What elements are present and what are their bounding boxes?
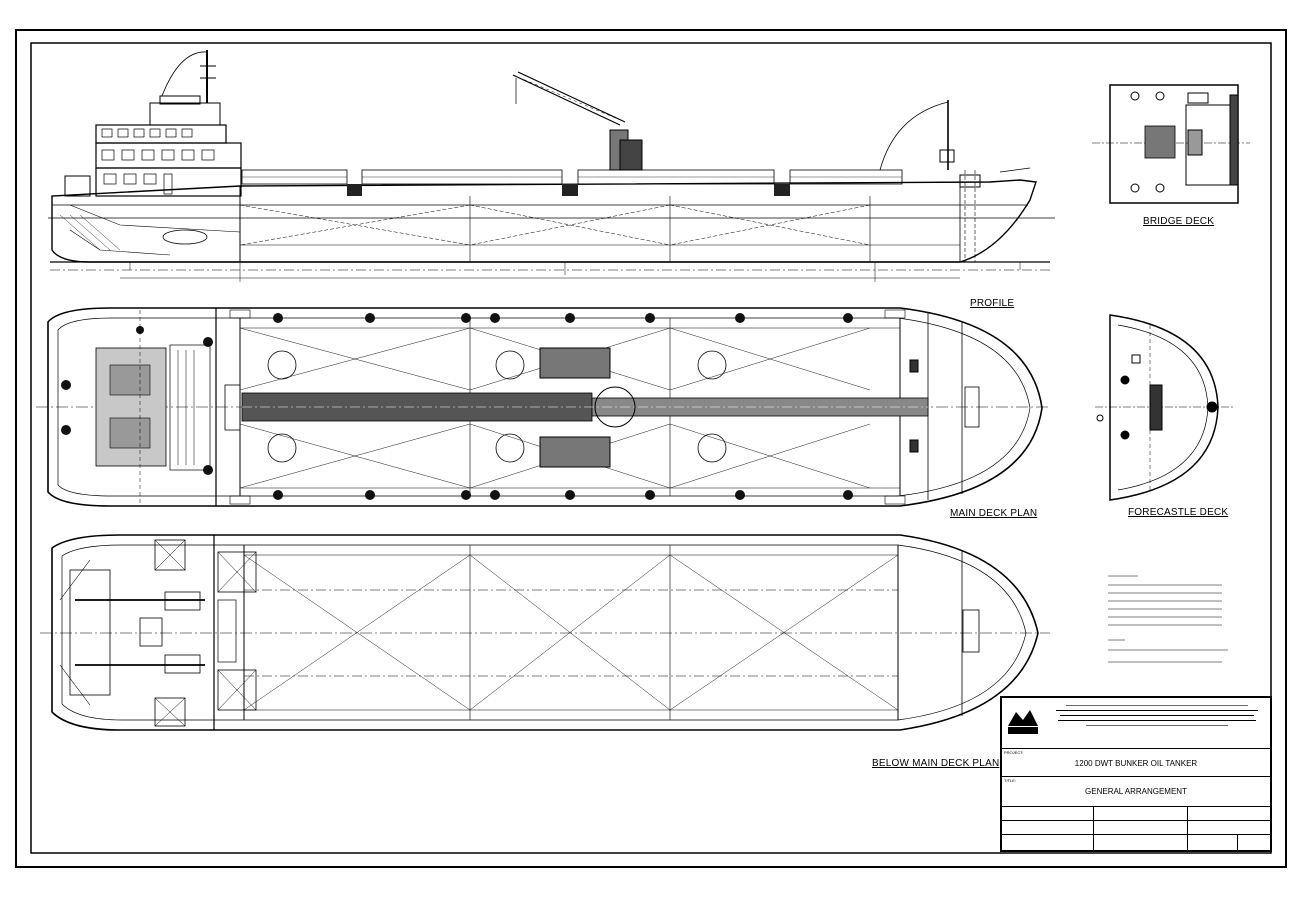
profile-label: PROFILE bbox=[970, 298, 1015, 309]
project-caption: PROJECT: bbox=[1004, 750, 1024, 755]
title-block: PROJECT: 1200 DWT BUNKER OIL TANKER TITL… bbox=[1000, 696, 1272, 852]
info-row-2 bbox=[1002, 820, 1270, 835]
main-deck-plan-label: MAIN DECK PLAN bbox=[950, 508, 1038, 519]
title-row: TITLE: GENERAL ARRANGEMENT bbox=[1002, 776, 1270, 805]
drawing-title: GENERAL ARRANGEMENT bbox=[1085, 787, 1187, 796]
title-caption: TITLE: bbox=[1004, 778, 1017, 783]
company-logo bbox=[1006, 706, 1040, 736]
profile-view bbox=[48, 50, 1055, 282]
below-main-deck-plan-label: BELOW MAIN DECK PLAN bbox=[872, 758, 1000, 769]
project-row: PROJECT: 1200 DWT BUNKER OIL TANKER bbox=[1002, 748, 1270, 777]
principal-particulars-table bbox=[1108, 575, 1228, 663]
forecastle-deck-label: FORECASTLE DECK bbox=[1128, 507, 1229, 518]
info-row-1 bbox=[1002, 806, 1270, 821]
inner-border bbox=[30, 42, 1272, 854]
company-details bbox=[1046, 702, 1268, 742]
below-main-deck-plan-view bbox=[40, 534, 1050, 731]
project-name: 1200 DWT BUNKER OIL TANKER bbox=[1074, 759, 1198, 768]
info-row-3 bbox=[1002, 834, 1270, 851]
outer-border bbox=[15, 29, 1287, 868]
bridge-deck-label: BRIDGE DECK bbox=[1143, 216, 1215, 227]
bridge-deck-view bbox=[1092, 84, 1250, 204]
forecastle-deck-view bbox=[1095, 314, 1235, 501]
main-deck-plan-view bbox=[36, 307, 1050, 507]
